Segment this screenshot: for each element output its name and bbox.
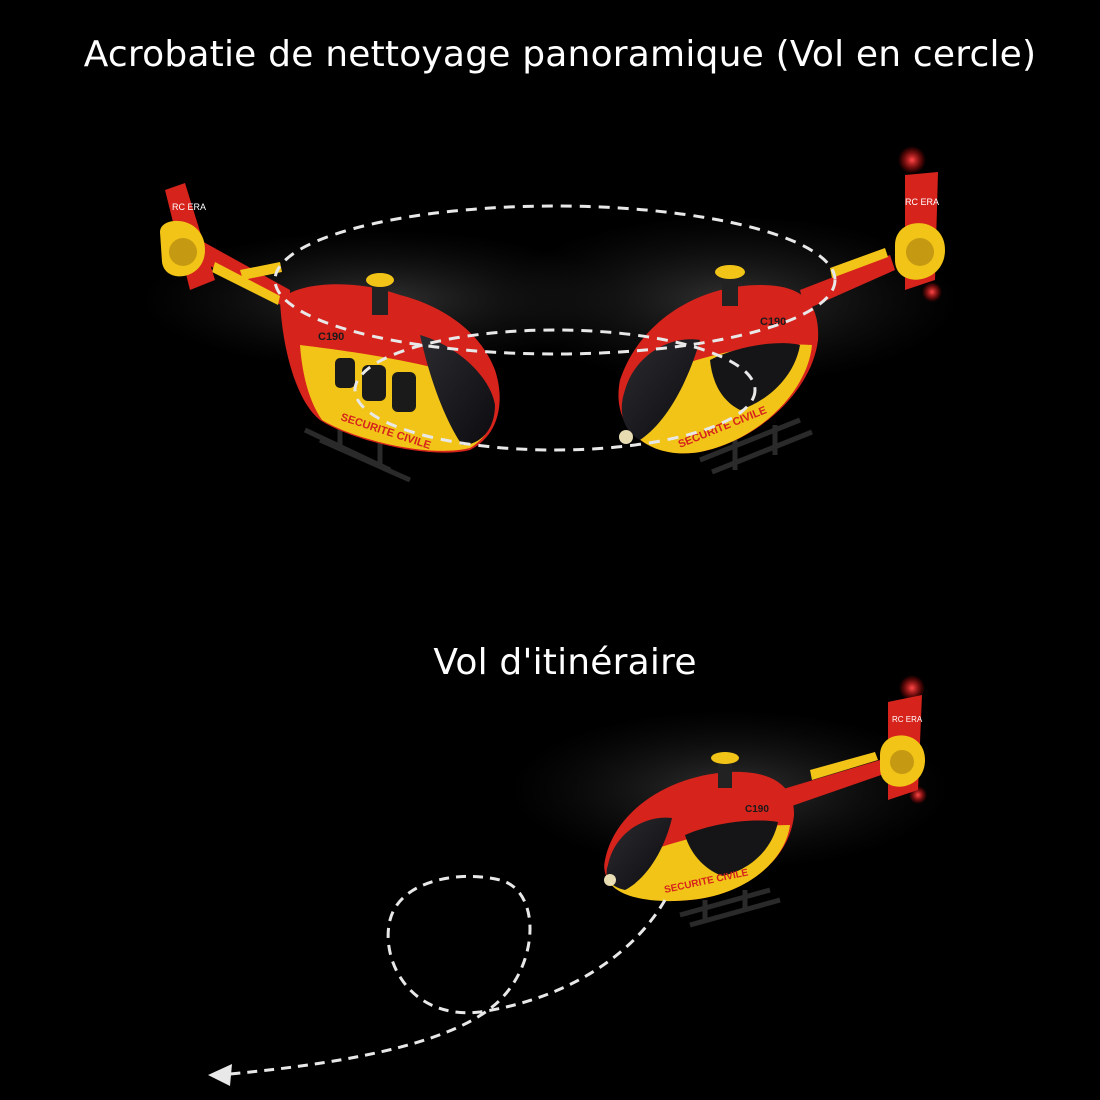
cockpit-glass [420, 335, 495, 445]
rotor-hub [711, 752, 739, 764]
tail-logo: RC ERA [892, 715, 923, 724]
route-flight-title: Vol d'itinéraire [433, 642, 697, 683]
helicopter-left: RC ERA C190 SECURITE CIVILE [140, 183, 620, 483]
landing-light [604, 874, 616, 886]
route-arrowhead [208, 1064, 232, 1086]
nav-light [899, 675, 925, 701]
rotor-hub [715, 265, 745, 279]
landing-skids [699, 417, 813, 475]
upper-orbit-ring [273, 204, 837, 356]
fuselage-code: C190 [745, 804, 769, 815]
cockpit-glass [606, 817, 672, 890]
rotor-hub [366, 273, 394, 287]
fuselage-code: C190 [760, 316, 786, 328]
tail-logo: RC ERA [905, 197, 939, 207]
nav-light [898, 146, 926, 174]
tail-logo: RC ERA [172, 202, 206, 212]
circle-flight-title: Acrobatie de nettoyage panoramique (Vol … [83, 34, 1037, 75]
lower-orbit-ring [353, 328, 757, 452]
fuselage-code: C190 [318, 331, 344, 343]
route-dashed-line [229, 874, 667, 1076]
helicopter-route: RC ERA C190 SECURITE CIVILE [510, 675, 950, 928]
landing-light [619, 430, 633, 444]
tail-boom [800, 255, 895, 310]
landing-skids [679, 887, 781, 928]
circle-flight-path [273, 204, 837, 452]
cockpit-glass [621, 339, 700, 440]
route-flight-path [229, 874, 667, 1076]
tail-boom [780, 760, 884, 808]
helicopter-right: RC ERA C190 SECURITE CIVILE [500, 146, 960, 475]
